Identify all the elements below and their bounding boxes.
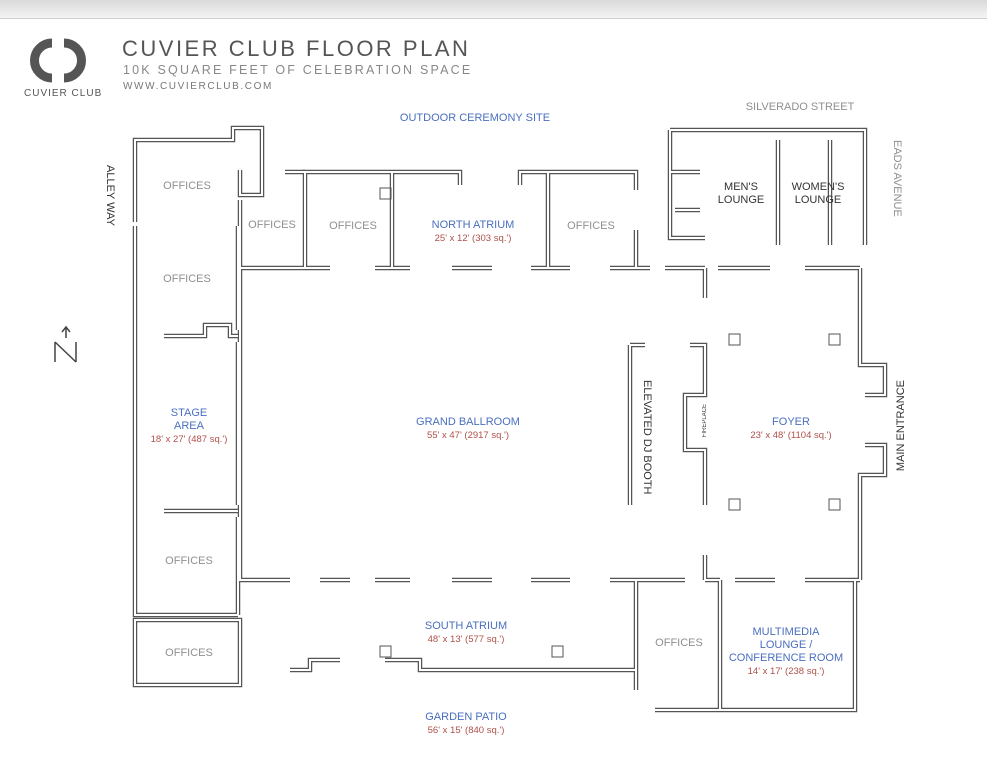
room-size: 48' x 13' (577 sq.')	[427, 634, 505, 645]
wall-inner	[164, 324, 238, 337]
outdoor-ceremony-label: OUTDOOR CEREMONY SITE	[399, 112, 551, 124]
offices-label: OFFICES	[655, 637, 703, 649]
wall	[670, 169, 700, 213]
room-size: 14' x 17' (238 sq.')	[747, 666, 825, 677]
alley-way-label: ALLEY WAY	[104, 165, 116, 226]
room-name: MEN'S	[724, 181, 758, 193]
divider	[0, 18, 987, 19]
column	[828, 498, 841, 511]
wall-inner	[629, 344, 706, 505]
compass-icon	[54, 325, 77, 363]
page-subtitle: 10K SQUARE FEET OF CELEBRATION SPACE	[123, 63, 473, 77]
south-atrium-label: SOUTH ATRIUM 48' x 13' (577 sq.')	[425, 620, 507, 646]
room-name: GARDEN PATIO	[425, 711, 507, 723]
logo-text: CUVIER CLUB	[24, 88, 103, 99]
cuvier-logo	[30, 38, 86, 83]
wall-inner	[290, 659, 636, 671]
wall-inner	[134, 226, 238, 616]
column	[728, 498, 741, 511]
room-name: FOYER	[772, 416, 810, 428]
room-name: WOMEN'S	[791, 181, 845, 193]
wall-inner	[665, 267, 860, 298]
offices-label: OFFICES	[163, 273, 211, 285]
room-name: GRAND BALLROOM	[416, 416, 520, 428]
main-entrance-label: MAIN ENTRANCE	[895, 380, 907, 472]
room-name: AREA	[174, 420, 204, 432]
page-title: CUVIER CLUB FLOOR PLAN	[122, 36, 471, 61]
room-name: MULTIMEDIA	[752, 626, 820, 638]
room-name: STAGE	[170, 407, 208, 419]
column	[551, 645, 564, 658]
grand-ballroom-label: GRAND BALLROOM 55' x 47' (2917 sq.')	[416, 416, 520, 442]
wall-inner	[670, 171, 700, 211]
room-size: 18' x 27' (487 sq.')	[150, 434, 228, 445]
wall	[290, 657, 636, 673]
silverado-street-label: SILVERADO STREET	[745, 101, 855, 113]
room-name: NORTH ATRIUM	[431, 219, 515, 231]
room-name: SOUTH ATRIUM	[424, 620, 508, 632]
foyer-label: FOYER 23' x 48' (1104 sq.')	[750, 416, 831, 442]
wall-inner	[635, 580, 856, 711]
fireplace-label: FIREPLACE	[702, 404, 708, 438]
room-name: LOUNGE /	[759, 639, 813, 651]
wall-inner	[519, 171, 637, 268]
column	[379, 645, 392, 658]
offices-label: OFFICES	[163, 180, 211, 192]
column	[828, 333, 841, 346]
room-name: LOUNGE	[717, 194, 765, 206]
offices-label: OFFICES	[248, 219, 296, 231]
eads-avenue-label: EADS AVENUE	[891, 140, 903, 217]
wall-inner	[375, 172, 650, 269]
wall	[164, 322, 238, 339]
wall	[665, 265, 860, 298]
wall-inner	[704, 555, 860, 581]
north-atrium-label: NORTH ATRIUM 25' x 12' (303 sq.')	[432, 219, 515, 245]
wall	[857, 268, 888, 580]
wall-inner	[134, 127, 263, 222]
room-name: CONFERENCE ROOM	[728, 652, 844, 664]
wall	[702, 555, 860, 583]
offices-label: OFFICES	[329, 220, 377, 232]
room-size: 56' x 15' (840 sq.')	[427, 725, 505, 736]
wall-inner	[134, 619, 241, 686]
room-size: 23' x 48' (1104 sq.')	[750, 430, 832, 441]
room-name: LOUNGE	[794, 194, 842, 206]
garden-patio-label: GARDEN PATIO 56' x 15' (840 sq.')	[425, 711, 507, 737]
dj-booth-label: ELEVATED DJ BOOTH	[641, 380, 653, 495]
column	[379, 187, 392, 200]
offices-label: OFFICES	[165, 555, 213, 567]
window-top-bar	[0, 0, 987, 18]
wall-inner	[669, 129, 866, 245]
wall-inner	[239, 268, 685, 581]
offices-label: OFFICES	[165, 647, 213, 659]
wall-inner	[859, 268, 886, 580]
room-size: 55' x 47' (2917 sq.')	[426, 430, 510, 441]
room-size: 25' x 12' (303 sq.')	[434, 233, 512, 244]
wall	[132, 125, 265, 222]
website-link[interactable]: WWW.CUVIERCLUB.COM	[123, 81, 273, 92]
column	[728, 333, 741, 346]
offices-label: OFFICES	[567, 220, 615, 232]
